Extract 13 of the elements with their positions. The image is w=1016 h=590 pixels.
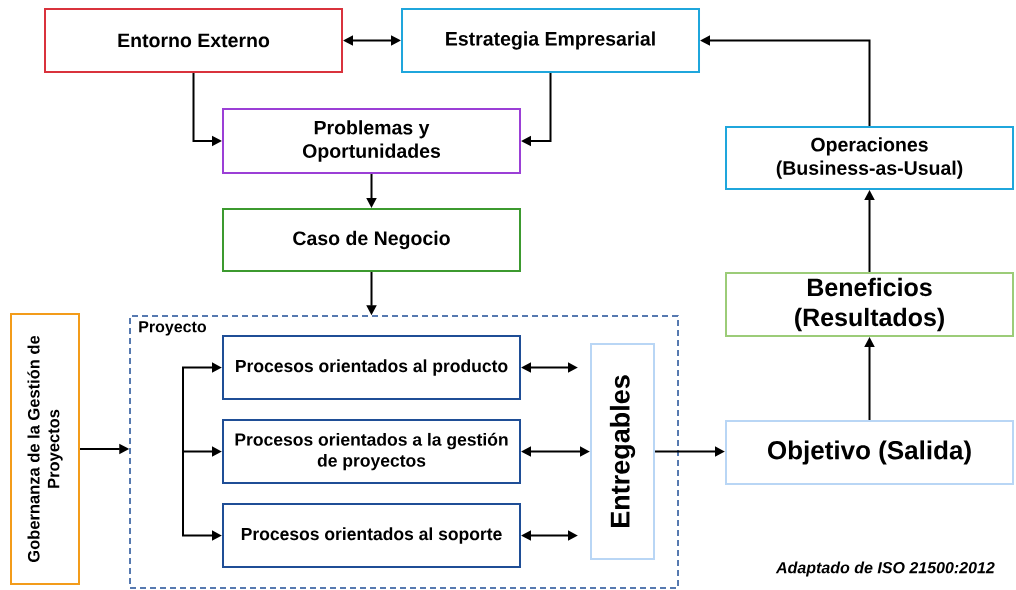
process-box: Operaciones (Business-as-Usual) (725, 126, 1014, 190)
process-box: Problemas y Oportunidades (222, 108, 521, 174)
process-box: Procesos orientados al producto (222, 335, 521, 400)
process-box: Entorno Externo (44, 8, 343, 73)
process-box: Estrategia Empresarial (401, 8, 700, 73)
output-box: Objetivo (Salida) (725, 420, 1014, 485)
source-note: Adaptado de ISO 21500:2012 (775, 561, 995, 577)
process-box: Procesos orientados al soporte (222, 503, 521, 568)
deliverables-box: Entregables (590, 343, 655, 560)
process-box: Caso de Negocio (222, 208, 521, 272)
governance-box: Gobernanza de la Gestión de Proyectos (10, 313, 80, 585)
process-box: Procesos orientados a la gestión de proyectos (222, 419, 521, 484)
result-box: Beneficios (Resultados) (725, 272, 1014, 337)
